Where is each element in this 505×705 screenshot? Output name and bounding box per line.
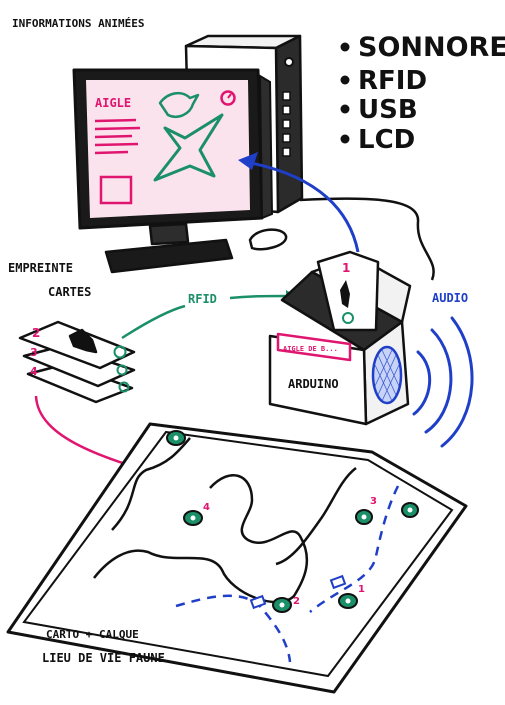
feature-sonnore: SONNORE (358, 32, 505, 63)
cable-tower-to-box (299, 197, 435, 281)
card-number-3: 3 (30, 346, 38, 359)
lcd-display (276, 332, 352, 362)
inserted-card-footprint-icon (340, 280, 350, 308)
inserted-card-number: 1 (342, 261, 350, 275)
clock-icon (220, 90, 236, 106)
bullet-dot (340, 104, 350, 114)
arduino-label: ARDUINO (288, 377, 339, 391)
sound-waves (412, 316, 474, 448)
mouse-icon (248, 228, 288, 251)
bullet-dot (340, 42, 350, 52)
footprint-icon (68, 328, 98, 354)
map-board (6, 422, 468, 694)
screen-text-lines (94, 118, 141, 155)
lcd-text: AIGLE DE B... (283, 345, 338, 353)
rfid-link-label: RFID (188, 292, 217, 306)
card-stack (18, 320, 136, 404)
screen-animal-name: AIGLE (95, 96, 131, 110)
rfid-arrow (121, 294, 287, 340)
footer-label-line1: CARTO + CALQUE (46, 628, 139, 641)
cards-label-line2: CARTES (48, 285, 91, 299)
footer-label-line2: LIEU DE VIE FAUNE (42, 651, 165, 665)
feature-lcd: LCD (358, 125, 415, 155)
map-marker-1: 1 (358, 584, 365, 595)
screen-image-frame (99, 175, 133, 205)
feature-list: SONNORE RFID USB LCD (340, 32, 505, 155)
card-number-2: 2 (32, 326, 40, 340)
cards-label-line1: EMPREINTE (8, 261, 73, 275)
monitor-screen (86, 80, 250, 218)
usb-arrowhead (238, 152, 258, 170)
map-marker-3: 3 (370, 496, 377, 507)
usb-arrow (245, 160, 360, 253)
audio-label: AUDIO (432, 291, 468, 305)
card-number-4: 4 (30, 365, 38, 378)
header-label: INFORMATIONS ANIMÉES (12, 17, 144, 30)
map-marker-4: 4 (203, 502, 210, 513)
feature-rfid: RFID (358, 66, 427, 96)
bullet-dot (340, 75, 350, 85)
speaker-grille (374, 349, 400, 402)
monitor: AIGLE (72, 68, 274, 230)
eagle-flying-icon (153, 113, 224, 182)
monitor-stand (104, 222, 234, 274)
eagle-head-icon (158, 91, 200, 119)
feature-usb: USB (358, 95, 418, 125)
map-marker-2: 2 (293, 596, 300, 607)
bullet-dot (340, 134, 350, 144)
